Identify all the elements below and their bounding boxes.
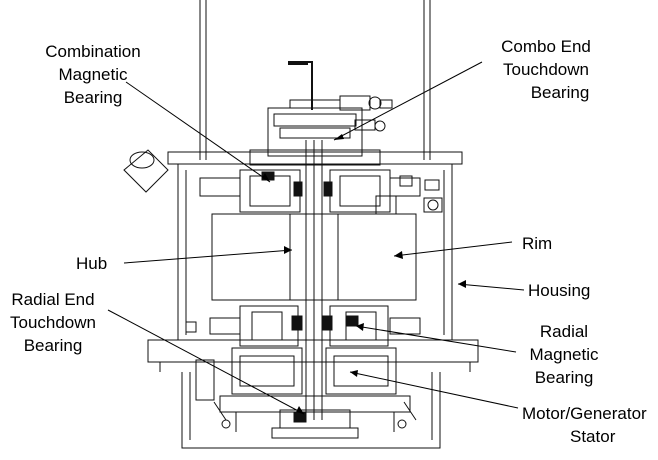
- label-radial-end-touchdown-bearing: Radial End Touchdown Bearing: [9, 290, 96, 355]
- label-hub: Hub: [76, 254, 108, 273]
- leader-lines: [107, 61, 525, 415]
- arrowhead-radial-end: [296, 406, 304, 414]
- arrowhead-combo-end: [334, 134, 344, 140]
- housing-outline: [147, 151, 479, 449]
- left-side-fitting: [123, 149, 169, 193]
- leader-rim: [393, 241, 513, 257]
- top-cap: [249, 95, 393, 166]
- arrowhead-housing: [458, 280, 466, 288]
- leader-combination-magnetic-bearing: [125, 81, 271, 183]
- leader-housing: [457, 283, 525, 291]
- label-combo-end-touchdown-bearing: Combo End Touchdown Bearing: [501, 37, 591, 102]
- handle-rod: [288, 61, 313, 110]
- leader-radial-magnetic-bearing: [355, 325, 517, 353]
- leader-combo-end-touchdown-bearing: [333, 61, 483, 141]
- arrowhead-rim: [394, 251, 403, 259]
- arrowhead-hub: [284, 246, 292, 254]
- hub-rim-body: [211, 213, 417, 301]
- motor-generator-stator: [195, 347, 397, 401]
- lower-bearing-assembly: [185, 305, 421, 347]
- central-shaft: [305, 140, 323, 420]
- arrowhead-stator: [350, 370, 358, 377]
- label-motor-generator-stator: Motor/Generator Stator: [522, 404, 647, 446]
- bottom-base: [213, 395, 417, 439]
- label-combination-magnetic-bearing: Combination Magnetic Bearing: [45, 42, 141, 107]
- top-column: [199, 0, 431, 160]
- leader-arrowheads: [262, 134, 466, 414]
- label-housing: Housing: [528, 281, 591, 300]
- arrowhead-combination: [262, 173, 270, 182]
- label-radial-magnetic-bearing: Radial Magnetic Bearing: [529, 322, 599, 387]
- leader-radial-end-touchdown-bearing: [107, 309, 305, 415]
- upper-bearing-assembly: [199, 169, 443, 215]
- leader-motor-generator-stator: [349, 371, 519, 409]
- leader-hub: [123, 249, 293, 264]
- label-rim: Rim: [522, 234, 553, 253]
- arrowhead-radial-magnetic: [356, 323, 364, 331]
